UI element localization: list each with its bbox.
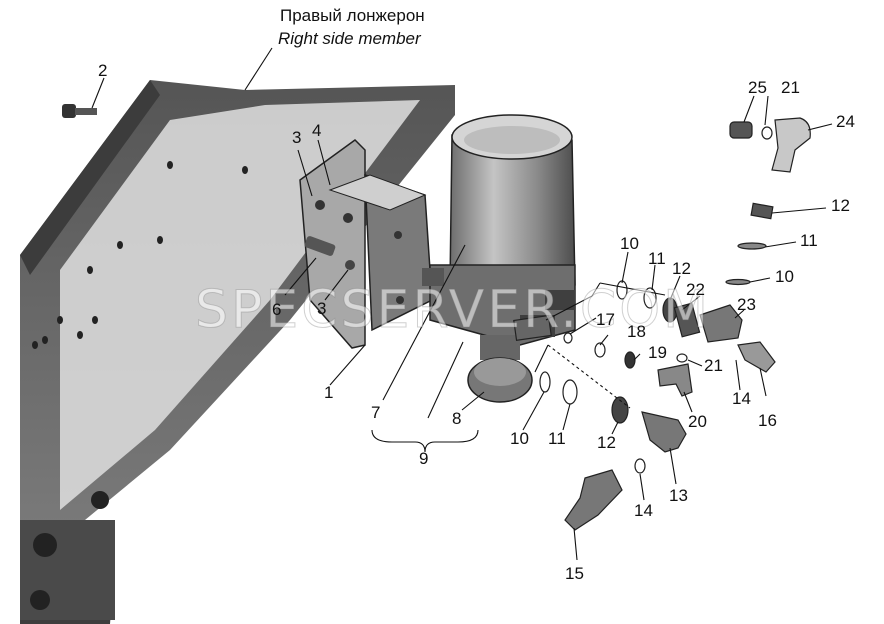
callout-10: 10: [775, 267, 794, 286]
callout-12: 12: [672, 259, 691, 278]
bracket: [299, 139, 433, 349]
callout-3: 3: [292, 128, 302, 147]
callout-20: 20: [688, 412, 707, 431]
callout-1: 1: [324, 383, 334, 402]
callout-24: 24: [836, 112, 855, 131]
bolt-6: [304, 236, 355, 270]
callout-4: 4: [312, 121, 322, 140]
callout-17: 17: [596, 310, 615, 329]
callout-12: 12: [831, 196, 850, 215]
callout-13: 13: [669, 486, 688, 505]
callout-9: 9: [419, 449, 429, 468]
callout-22: 22: [686, 280, 705, 299]
callout-14: 14: [634, 501, 653, 520]
callout-12: 12: [597, 433, 616, 452]
callout-10: 10: [510, 429, 529, 448]
callout-15: 15: [565, 564, 584, 583]
callout-7: 7: [371, 403, 381, 422]
callout-21: 21: [781, 78, 800, 97]
fittings: [513, 117, 811, 531]
callout-10: 10: [620, 234, 639, 253]
callout-14: 14: [732, 389, 751, 408]
callout-8: 8: [452, 409, 462, 428]
callout-23: 23: [737, 295, 756, 314]
callout-3: 3: [317, 299, 327, 318]
callout-18: 18: [627, 322, 646, 341]
callout-11: 11: [648, 249, 666, 268]
callout-2: 2: [98, 61, 108, 80]
beam-holes: [32, 161, 248, 349]
callout-19: 19: [648, 343, 667, 362]
watermark: SPECSERVER.COM: [194, 280, 712, 341]
callout-11: 11: [548, 429, 566, 448]
callout-11: 11: [800, 231, 818, 250]
title-english: Right side member: [278, 29, 421, 48]
callout-25: 25: [748, 78, 767, 97]
leader-lines: [91, 47, 833, 561]
callout-6: 6: [272, 300, 282, 319]
side-member-beam: [20, 80, 455, 624]
callout-21: 21: [704, 356, 723, 375]
heater-8: [467, 335, 533, 403]
bolt-2: [62, 104, 97, 118]
callout-16: 16: [758, 411, 777, 430]
title-russian: Правый лонжерон: [280, 6, 425, 25]
